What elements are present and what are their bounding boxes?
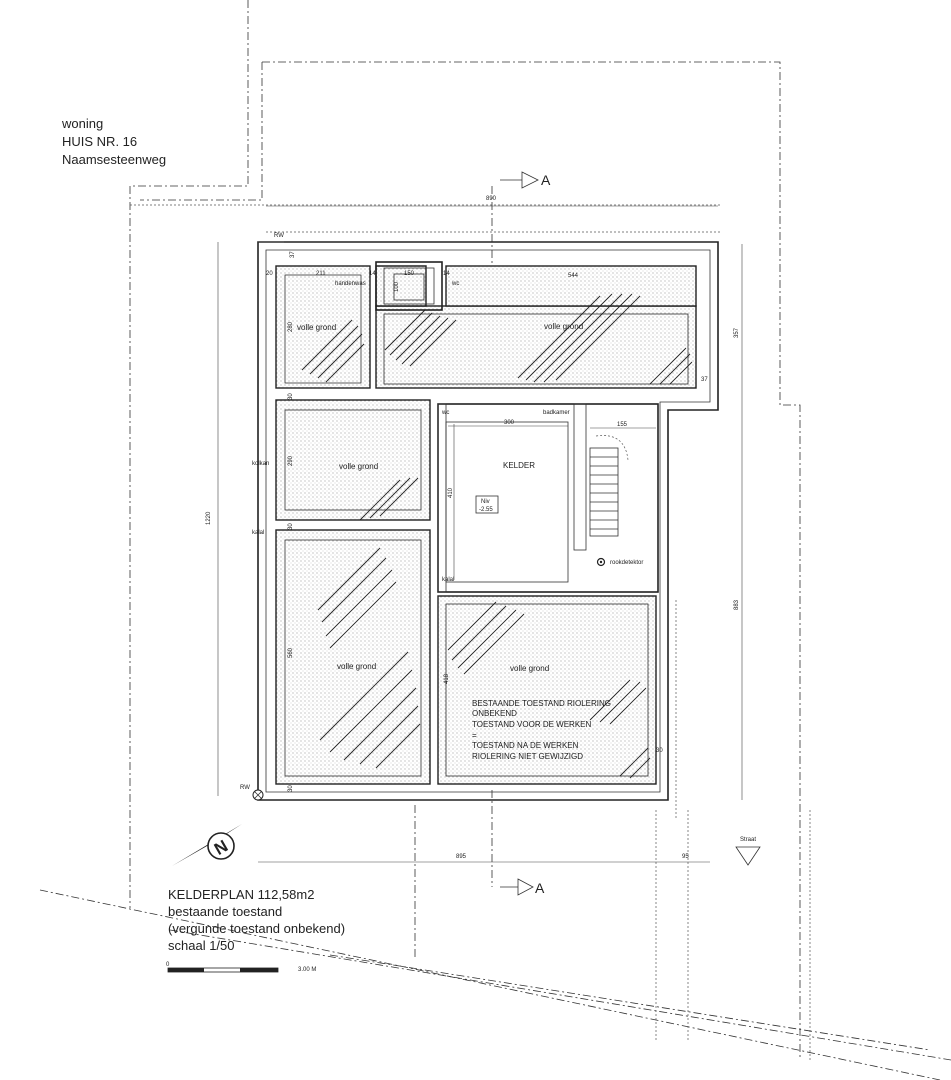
plan-scale: schaal 1/50 bbox=[168, 938, 235, 953]
label-wc-room: wc bbox=[441, 410, 449, 416]
plan-title: KELDERPLAN 112,58m2 bbox=[168, 887, 314, 902]
section-marker-top: A bbox=[491, 171, 551, 300]
soil-label-3: volle grond bbox=[339, 462, 378, 471]
dim-280: 280 bbox=[288, 321, 294, 332]
dim-top-width: 890 bbox=[486, 196, 497, 202]
wc-cell-top bbox=[375, 261, 443, 311]
dim-left-height: 1220 bbox=[206, 511, 212, 525]
dim-155: 155 bbox=[617, 422, 628, 428]
dim-30d: 30 bbox=[656, 748, 663, 754]
dim-bottom-right: 95 bbox=[682, 854, 689, 860]
dim-30c: 30 bbox=[288, 785, 294, 792]
dim-150: 150 bbox=[404, 271, 415, 277]
soil-zones bbox=[275, 265, 697, 785]
section-label-top: A bbox=[541, 172, 551, 188]
soil-label-1: volle grond bbox=[297, 323, 336, 332]
smoke-detector-icon bbox=[596, 557, 606, 567]
dim-37b: 37 bbox=[701, 377, 708, 383]
soil-label-4: volle grond bbox=[337, 662, 376, 671]
label-niv-value: -2.55 bbox=[479, 507, 493, 513]
dim-14a: 14 bbox=[369, 271, 376, 277]
scale-bar: 0 3.00 M bbox=[166, 962, 316, 973]
rainwater-icon bbox=[252, 789, 264, 801]
label-wc-top: wc bbox=[451, 281, 459, 287]
dim-right-upper: 357 bbox=[734, 327, 740, 338]
detail-dimensions: 211 150 544 14 14 20 37 37 280 100 30 29… bbox=[266, 251, 708, 792]
dim-211: 211 bbox=[316, 271, 326, 277]
dim-100: 100 bbox=[394, 281, 400, 292]
note-line-5: TOESTAND NA DE WERKEN bbox=[472, 741, 579, 750]
note-line-6: RIOLERING NIET GEWIJZIGD bbox=[472, 752, 583, 761]
note-line-3: TOESTAND VOOR DE WERKEN bbox=[472, 720, 591, 729]
dim-30b: 30 bbox=[288, 523, 294, 530]
label-kolkan: kolkan bbox=[252, 461, 269, 467]
soil-label-2: volle grond bbox=[544, 322, 583, 331]
label-niv: Niv bbox=[481, 499, 490, 505]
label-rw-bottom: RW bbox=[240, 785, 250, 791]
neighbor-label-type: woning bbox=[61, 116, 103, 131]
dim-20: 20 bbox=[266, 271, 273, 277]
label-rw-top: RW bbox=[274, 233, 284, 239]
soil-labels: volle grond volle grond volle grond voll… bbox=[297, 322, 583, 673]
label-straat: Straat bbox=[740, 837, 756, 843]
note-line-2: ONBEKEND bbox=[472, 709, 517, 718]
title-block: KELDERPLAN 112,58m2 bestaande toestand (… bbox=[168, 887, 345, 953]
soil-label-5: volle grond bbox=[510, 664, 549, 673]
label-kalal-left: kalal bbox=[252, 530, 264, 536]
scale-bar-start: 0 bbox=[166, 962, 170, 968]
note-line-4: = bbox=[472, 731, 477, 740]
sewer-notes: BESTAANDE TOESTAND RIOLERING ONBEKEND TO… bbox=[472, 699, 611, 761]
dim-418: 418 bbox=[444, 673, 450, 684]
section-label-bottom: A bbox=[535, 880, 545, 896]
label-kalal-room: kalal bbox=[442, 577, 454, 583]
kelder-room bbox=[437, 403, 659, 593]
north-arrow-icon: N bbox=[172, 824, 242, 866]
dim-14b: 14 bbox=[443, 271, 450, 277]
dim-300: 300 bbox=[504, 420, 515, 426]
dim-37: 37 bbox=[290, 251, 296, 258]
dim-544: 544 bbox=[568, 273, 579, 279]
property-boundary bbox=[39, 0, 951, 1080]
label-rookdetektor: rookdetektor bbox=[610, 560, 643, 566]
plan-subtitle-1: bestaande toestand bbox=[168, 904, 282, 919]
stairs bbox=[589, 427, 656, 537]
dim-right-lower: 883 bbox=[734, 599, 740, 610]
label-kelder: KELDER bbox=[503, 461, 535, 470]
dim-410: 410 bbox=[448, 487, 454, 498]
dim-290: 290 bbox=[288, 455, 294, 466]
level-tag bbox=[475, 495, 499, 514]
neighbor-label-street: Naamsesteenweg bbox=[62, 152, 166, 167]
dim-560: 560 bbox=[288, 647, 294, 658]
dimension-lines: 890 1220 357 883 895 95 bbox=[206, 196, 743, 863]
room-labels: RW RW handenwas wc wc badkamer KELDER Ni… bbox=[240, 233, 643, 791]
plan-subtitle-2: (vergunde toestand onbekend) bbox=[168, 921, 345, 936]
note-line-1: BESTAANDE TOESTAND RIOLERING bbox=[472, 699, 611, 708]
hatch-marks bbox=[301, 293, 693, 779]
section-marker-bottom: A bbox=[491, 790, 545, 896]
street-marker: Straat bbox=[735, 837, 761, 866]
label-handenwas: handenwas bbox=[335, 281, 366, 287]
dim-30a: 30 bbox=[288, 393, 294, 400]
dim-bottom-main: 895 bbox=[456, 854, 467, 860]
label-badkamer: badkamer bbox=[543, 410, 570, 416]
neighbor-label-number: HUIS NR. 16 bbox=[62, 134, 137, 149]
scale-bar-end: 3.00 M bbox=[298, 967, 316, 973]
